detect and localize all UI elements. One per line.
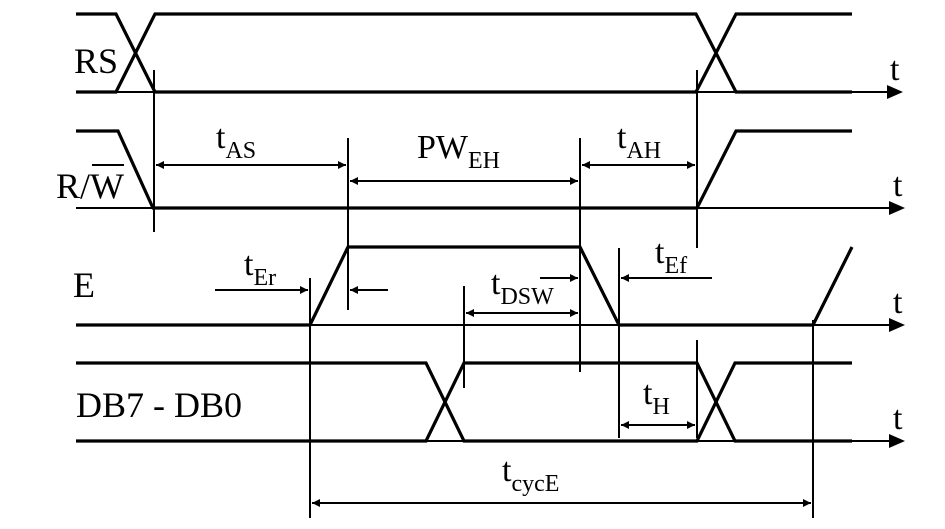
rs-waveform [76, 12, 852, 94]
timing-label-tah: tAH [617, 119, 661, 164]
axis-label-t-e: t [893, 284, 903, 321]
timing-label-ter: tEr [244, 246, 276, 291]
reference-lines [153, 70, 814, 518]
signal-label-rs: RS [74, 41, 118, 81]
timing-label-pweh: PWEH [417, 129, 500, 174]
rw-waveform [76, 129, 852, 210]
signal-label-rw-w: W [90, 166, 124, 206]
time-axis-db-arrowhead [889, 434, 905, 448]
axis-label-t-rs: t [890, 51, 900, 88]
time-axis-rs-arrowhead [887, 85, 903, 99]
time-axis-e-arrowhead [889, 318, 905, 332]
timing-label-tdsw: tDSW [491, 265, 554, 310]
axis-label-t-rw: t [893, 167, 903, 204]
signal-label-rw: R/W [56, 166, 124, 206]
time-axis-rw-arrowhead [889, 201, 905, 215]
signal-label-db: DB7 - DB0 [76, 385, 242, 425]
timing-label-tas: tAS [216, 119, 256, 164]
signal-label-rw-r: R/ [56, 166, 90, 206]
signal-label-e: E [73, 265, 95, 305]
timing-label-th: tH [643, 375, 670, 420]
timing-label-tef: tEf [655, 234, 687, 279]
timing-label-tcyce: tcycE [502, 452, 559, 497]
axis-label-t-db: t [893, 400, 903, 437]
